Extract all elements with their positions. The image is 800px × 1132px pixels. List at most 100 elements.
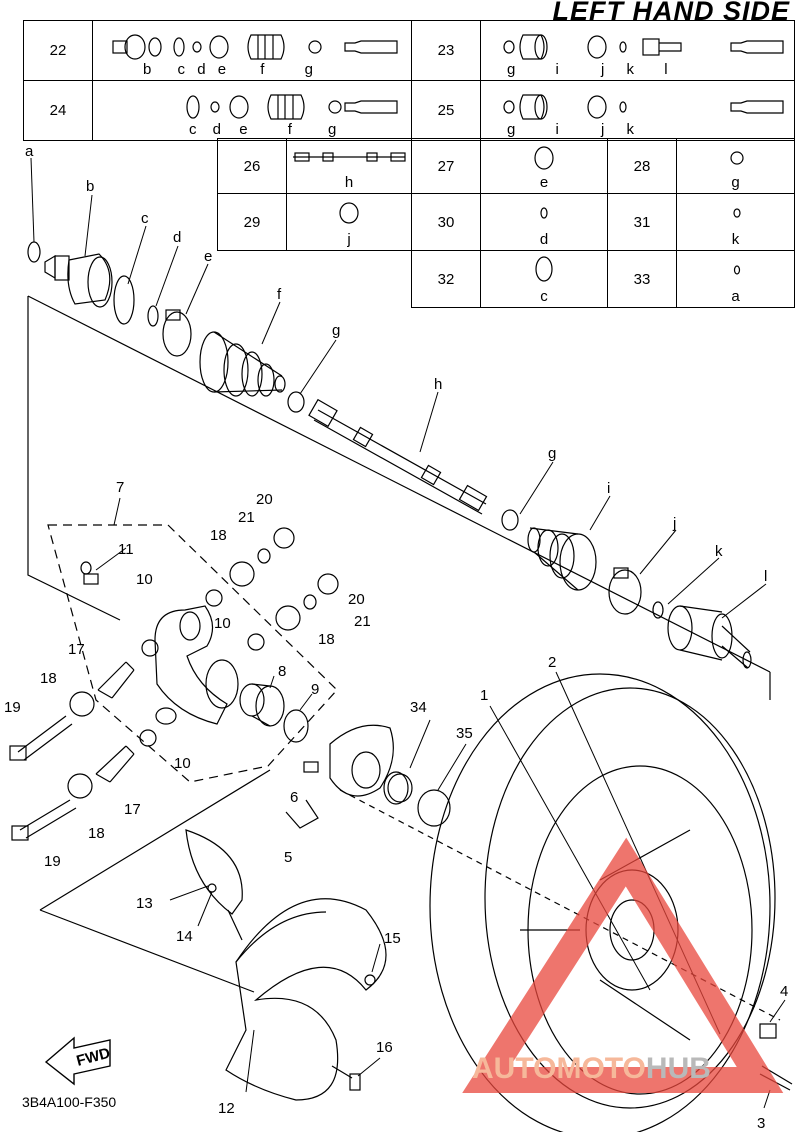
kit-letter: c: [540, 288, 548, 305]
steering-knuckle-part: [154, 605, 239, 725]
kit-letter: f: [260, 61, 265, 78]
part-number: 10: [174, 755, 191, 772]
kit-parts-icon: [534, 146, 554, 170]
part-number: 7: [116, 479, 124, 496]
part-letter: j: [672, 515, 676, 532]
part-number: 20: [256, 491, 273, 508]
drive-shaft-part: [308, 398, 488, 515]
axle-nut-part: [387, 773, 413, 803]
small-circlip-part: [147, 305, 159, 327]
part-number: 21: [238, 509, 255, 526]
part-letter: c: [141, 210, 149, 227]
part-number: 35: [456, 725, 473, 742]
knuckle-group-outline: [47, 524, 338, 783]
kit-letter: d: [212, 121, 222, 138]
oil-seal-part: [67, 773, 93, 799]
kit-parts-icon: [293, 152, 406, 162]
inner-boot-part: [527, 527, 597, 591]
forward-arrow-icon: FWD: [44, 1036, 112, 1086]
kit-contents: e: [480, 138, 608, 194]
part-number: 17: [68, 641, 85, 658]
kit-number: 32: [411, 250, 481, 308]
kit-letter: e: [217, 61, 227, 78]
kit-table-bottom: 26 h 27 e 28 g 29: [217, 138, 795, 308]
small-circlip-part: [652, 601, 664, 619]
kit-letter: c: [177, 61, 186, 78]
kit-letter: e: [239, 121, 248, 138]
kit-letter: f: [287, 121, 292, 138]
kit-contents: c: [480, 250, 608, 308]
part-number: 1: [480, 687, 488, 704]
part-number: 34: [410, 699, 427, 716]
kit-letter: g: [507, 121, 516, 138]
collar-part: [141, 639, 159, 657]
part-number: 9: [311, 681, 319, 698]
nut-part: [317, 573, 339, 595]
part-number: 18: [318, 631, 335, 648]
part-letter: f: [277, 286, 282, 303]
part-letter: e: [204, 248, 212, 265]
kit-number: 24: [23, 80, 93, 141]
kit-parts-icon: [730, 151, 744, 165]
kit-parts-icon: [540, 207, 548, 219]
part-number: 8: [278, 663, 286, 680]
kit-letter: j: [347, 231, 351, 248]
collar-part: [139, 729, 157, 747]
part-number: 19: [44, 853, 61, 870]
circlip-part: [27, 241, 41, 263]
kit-letter: k: [626, 121, 635, 138]
hub-cap-part: [417, 789, 451, 827]
nut-part: [273, 527, 295, 549]
cv-joint-outer-part: [44, 253, 113, 308]
kit-parts-icon: [503, 94, 784, 120]
part-letter: i: [607, 480, 610, 497]
boot-band-small-part: [501, 509, 519, 531]
kit-parts-icon: [733, 265, 741, 275]
kit-letter: d: [539, 231, 549, 248]
part-number: 16: [376, 1039, 393, 1056]
sleeve-part: [95, 745, 135, 783]
washer-part: [257, 548, 271, 564]
part-letter: g: [548, 445, 556, 462]
part-number: 18: [40, 670, 57, 687]
oil-seal-part: [229, 561, 255, 587]
oil-seal-part: [275, 605, 301, 631]
protector-plate-part: [185, 829, 243, 941]
kit-letter: i: [555, 121, 559, 138]
assembly-frame-line: [27, 295, 771, 673]
kit-letter: g: [731, 174, 740, 191]
kit-letter: c: [189, 121, 197, 138]
kit-letter: i: [555, 61, 559, 78]
part-number: 21: [354, 613, 371, 630]
part-number: 12: [218, 1100, 235, 1117]
part-letter: g: [332, 322, 340, 339]
boot-band-part: [162, 309, 192, 357]
part-number-labels: 1 2 3 4 5 6 7 8 9 10 10 10 10 11 12 13 1…: [4, 479, 788, 1132]
kit-contents: b c d e f g: [92, 20, 412, 81]
kit-contents: c d e f g: [92, 80, 412, 141]
part-number: 13: [136, 895, 153, 912]
part-letter: b: [86, 178, 94, 195]
kit-contents: g i j k: [480, 80, 795, 141]
boot-band-small-part: [287, 391, 305, 413]
part-letter: k: [715, 543, 723, 560]
kit-letter: j: [601, 61, 605, 78]
oil-seal-part: [69, 691, 95, 717]
axle-center-line: [339, 789, 781, 1021]
kit-contents: a: [676, 250, 795, 308]
kit-table-top: 22 b c d e f g: [23, 20, 795, 141]
part-letter: a: [25, 143, 34, 160]
sleeve-part: [97, 661, 135, 699]
wheel-nut-part: [759, 1023, 777, 1039]
part-number: 18: [88, 825, 105, 842]
kit-letter: d: [197, 61, 206, 78]
kit-letter: l: [664, 61, 668, 78]
part-number: 14: [176, 928, 193, 945]
kit-number: 30: [411, 193, 481, 251]
kit-letter: k: [626, 61, 635, 78]
kit-letter: a: [731, 288, 740, 305]
kit-letter: k: [731, 231, 740, 248]
kit-parts-icon: [186, 94, 398, 120]
bolt-part: [19, 799, 77, 839]
part-number: 19: [4, 699, 21, 716]
